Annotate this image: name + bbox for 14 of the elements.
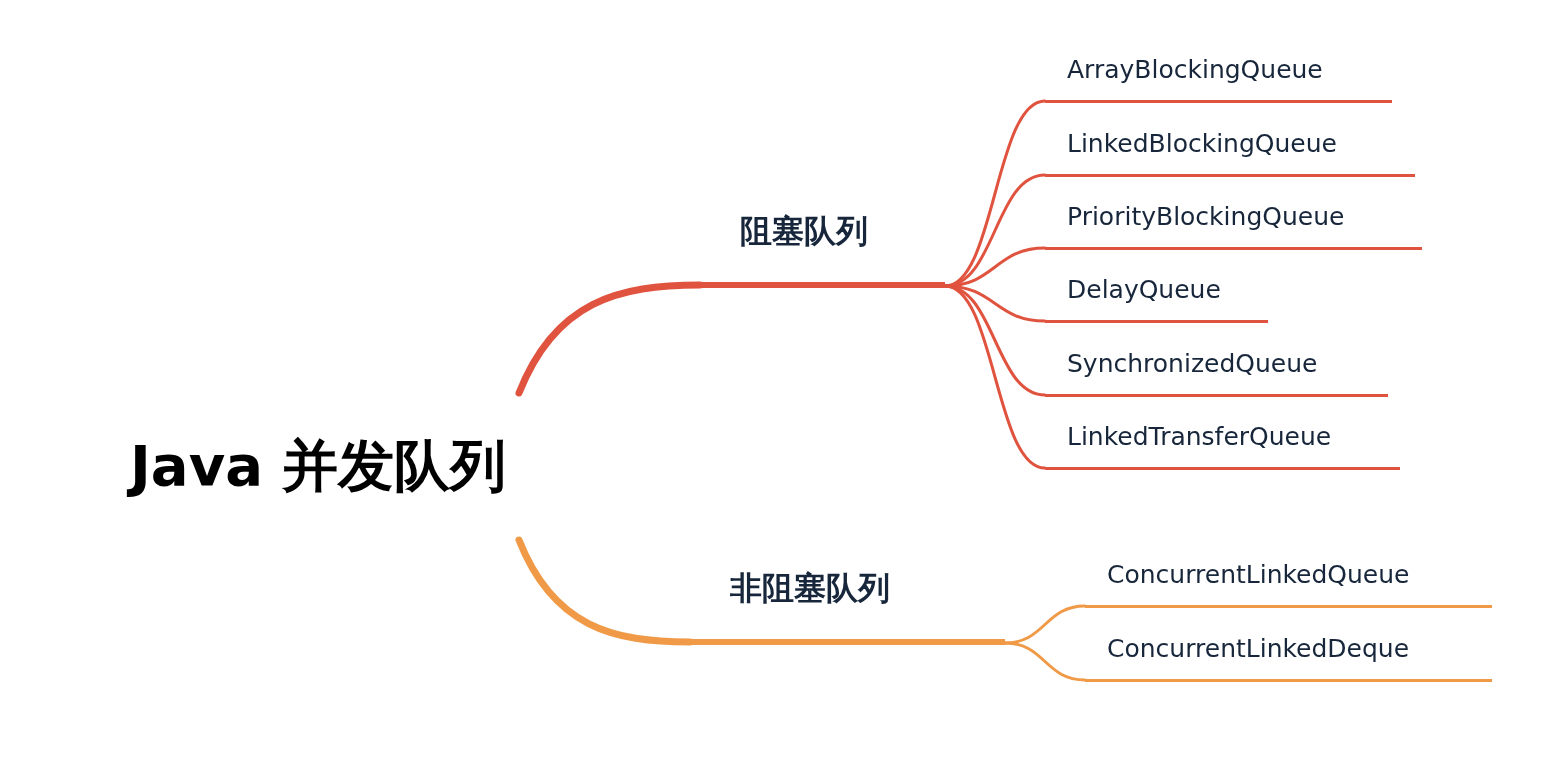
branch-line xyxy=(943,284,1047,470)
branch-topic: 阻塞队列 xyxy=(700,205,945,288)
leaf-topic: SynchronizedQueue xyxy=(1045,344,1388,397)
branch-line xyxy=(1003,604,1087,645)
leaf-topic: PriorityBlockingQueue xyxy=(1045,197,1422,250)
leaf-topic: DelayQueue xyxy=(1045,270,1268,323)
leaf-topic: ConcurrentLinkedQueue xyxy=(1085,555,1492,608)
branch-line xyxy=(943,246,1047,288)
branch-topic: 非阻塞队列 xyxy=(690,560,1005,645)
leaf-topic: LinkedBlockingQueue xyxy=(1045,124,1415,177)
branch-line xyxy=(1003,641,1087,682)
leaf-topic: ConcurrentLinkedDeque xyxy=(1085,629,1492,682)
leaf-topic: ArrayBlockingQueue xyxy=(1045,50,1392,103)
leaf-topic: LinkedTransferQueue xyxy=(1045,417,1400,470)
